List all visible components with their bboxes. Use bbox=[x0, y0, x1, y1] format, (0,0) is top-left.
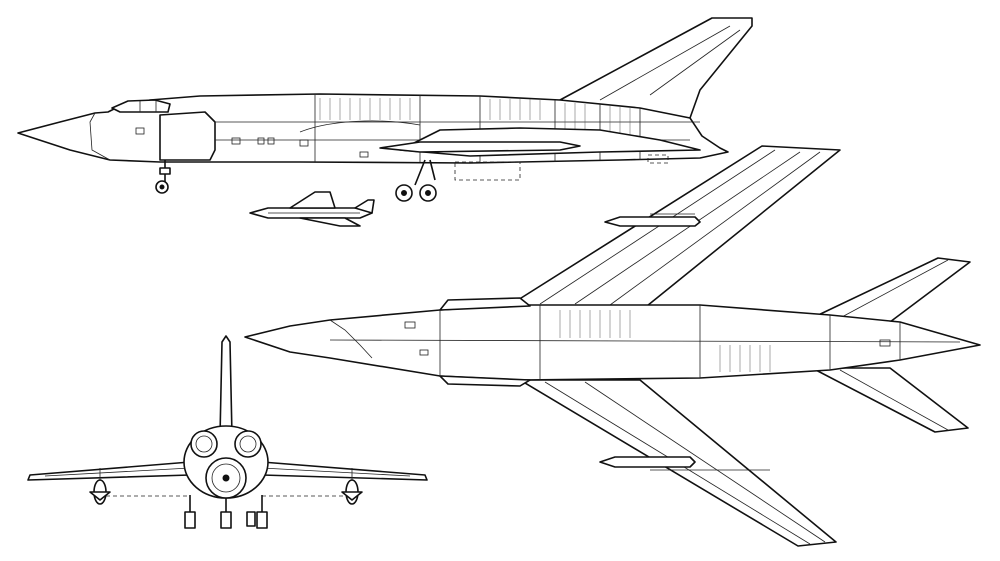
top-upper-missile bbox=[604, 216, 701, 227]
front-view bbox=[27, 335, 428, 529]
top-view bbox=[244, 145, 981, 547]
front-left-wing bbox=[27, 461, 191, 481]
side-wing-missile bbox=[379, 141, 581, 153]
side-intake bbox=[159, 111, 216, 161]
front-landing-gear bbox=[184, 495, 268, 529]
top-intake-upper bbox=[439, 297, 531, 311]
side-view bbox=[17, 17, 753, 202]
front-right-wing bbox=[261, 461, 428, 481]
front-left-missile bbox=[89, 468, 111, 505]
top-upper-wing bbox=[509, 145, 841, 311]
side-canopy bbox=[111, 99, 171, 113]
top-lower-tailplane bbox=[811, 367, 969, 433]
top-upper-tailplane bbox=[811, 257, 971, 323]
side-nose-gear bbox=[155, 160, 171, 194]
front-vertical-fin bbox=[219, 335, 233, 437]
front-right-intake bbox=[234, 430, 262, 458]
missile-detail bbox=[249, 191, 375, 227]
top-fuselage bbox=[244, 304, 981, 381]
front-right-missile bbox=[341, 468, 363, 505]
top-lower-missile bbox=[599, 456, 696, 468]
side-main-gear bbox=[395, 159, 437, 202]
top-intake-lower bbox=[439, 375, 531, 387]
side-weapon-bay bbox=[454, 161, 521, 181]
front-left-intake bbox=[190, 430, 218, 458]
